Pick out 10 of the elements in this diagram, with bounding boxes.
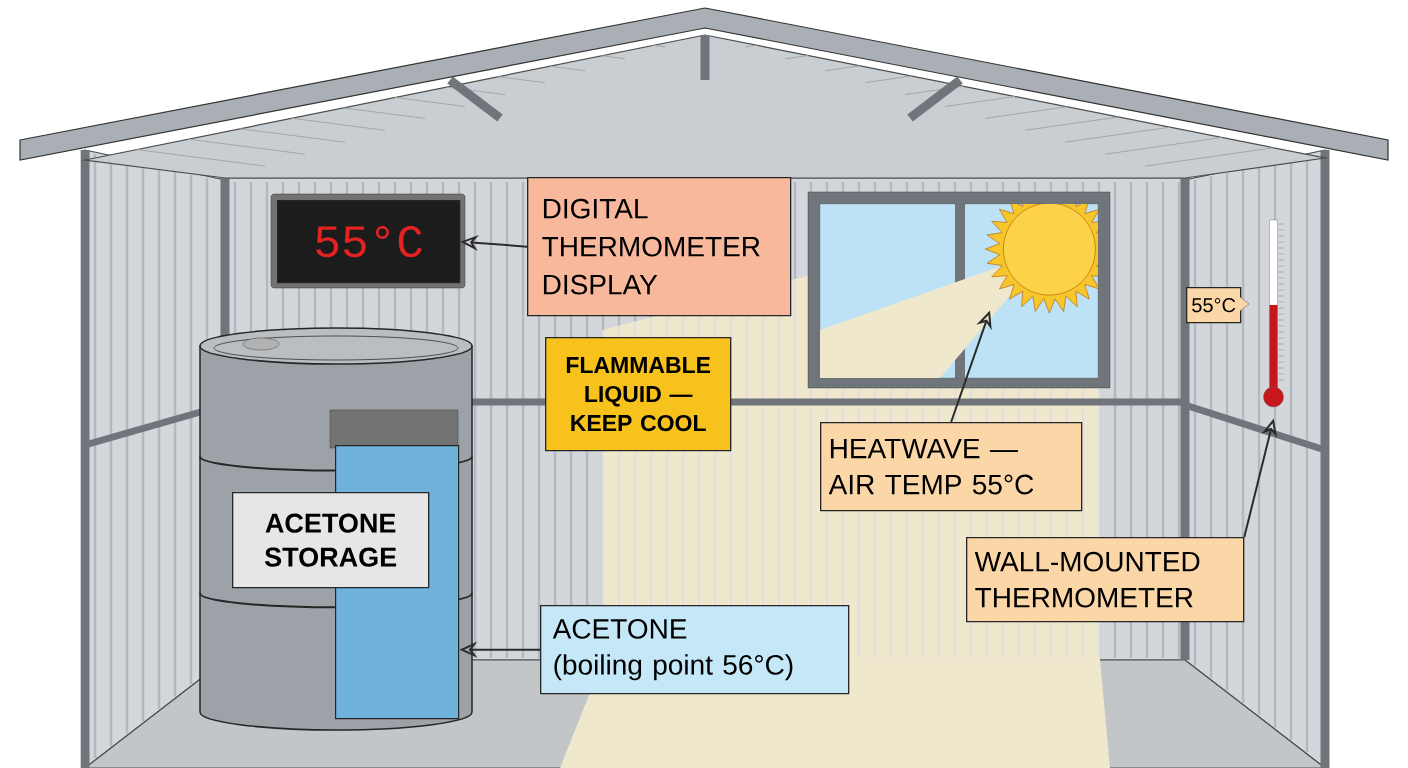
callout-box: ACETONE (boiling point 56°C) (540, 605, 850, 695)
temperature-tag: 55°C (1186, 287, 1250, 324)
drum-label: ACETONE STORAGE (232, 492, 430, 589)
callout-box: WALL-MOUNTED THERMOMETER (966, 537, 1245, 623)
digital-display: 55°C (270, 193, 466, 289)
callout-box: DIGITAL THERMOMETER DISPLAY (527, 177, 792, 317)
warning-sign: FLAMMABLE LIQUID — KEEP COOL (545, 337, 732, 452)
thermometer-drawing (1263, 219, 1284, 408)
sun-drawing (820, 204, 1098, 378)
callout-box: HEATWAVE — AIR TEMP 55°C (820, 422, 1083, 512)
